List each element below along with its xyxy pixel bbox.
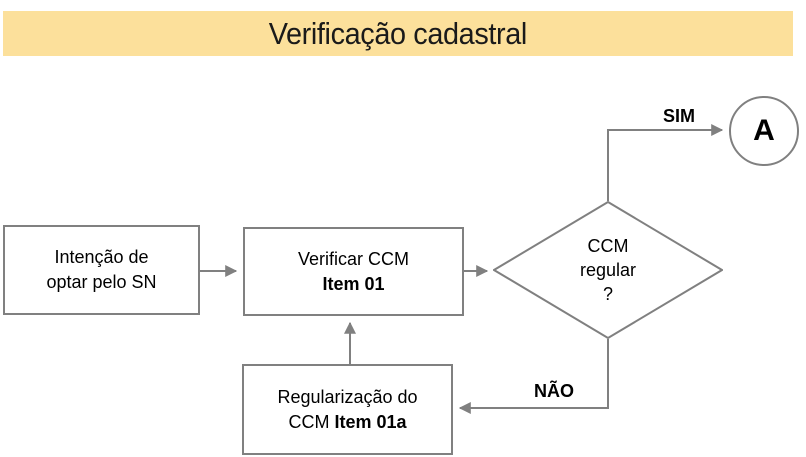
node-regularizacao-line-2: CCM Item 01a [288,410,406,435]
node-connector-a[interactable]: A [729,96,799,166]
connector-a-label: A [753,114,775,147]
node-intencao-line-2: optar pelo SN [46,272,157,292]
edge-label-sim: SIM [663,106,696,126]
page-title: Verificação cadastral [268,16,528,51]
node-regularizacao-line-1: Regularização do [277,386,418,407]
title-banner: Verificação cadastral [3,11,793,56]
edge-decisao-sim-to-connector-a [607,124,724,201]
node-regularizacao-ccm[interactable]: Regularização do CCM Item 01a [242,364,453,455]
diamond-shape [493,201,723,339]
node-intencao-optar-sn[interactable]: Intenção de optar pelo SN [3,225,200,315]
edge-label-nao: NÃO [534,381,574,401]
node-verificar-ccm[interactable]: Verificar CCM Item 01 [243,227,464,316]
node-verificar-line-1: Verificar CCM [297,248,409,269]
node-regularizacao-line-2-normal: CCM [288,411,335,432]
node-verificar-item-ref: Item 01 [322,273,385,294]
node-regularizacao-item-ref: Item 01a [334,411,407,432]
node-decisao-ccm-regular[interactable]: CCM regular ? [493,201,723,339]
node-intencao-line-1: Intenção de [54,247,149,268]
